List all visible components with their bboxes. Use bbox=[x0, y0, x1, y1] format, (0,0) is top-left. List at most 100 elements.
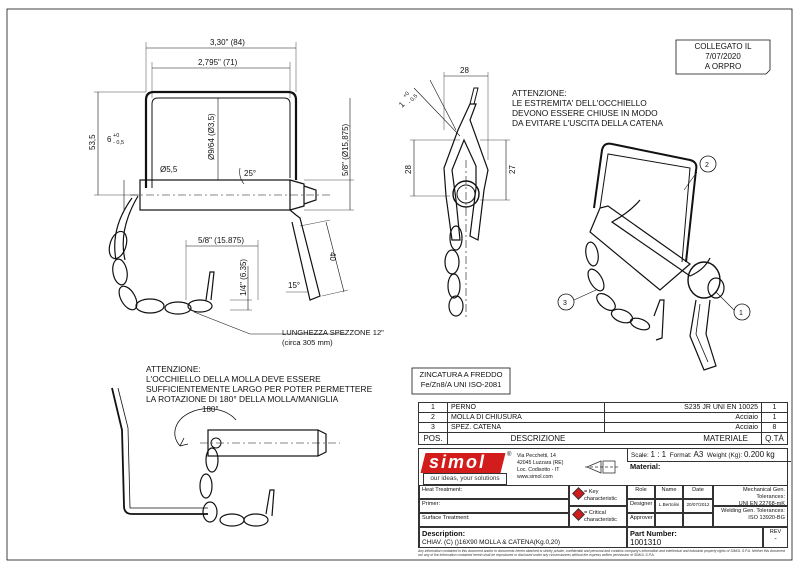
bom-header-pos: POS. bbox=[418, 432, 448, 445]
rev-cell: REV - bbox=[763, 527, 788, 548]
weld-tol-value: ISO 13920-BG bbox=[748, 515, 785, 521]
dim-pin-dia: Ø9/64 (Ø3,5) bbox=[207, 113, 216, 160]
name-header: Name bbox=[655, 485, 683, 499]
bom-qty: 1 bbox=[761, 412, 788, 423]
heat-treatment: Heat Treatment: bbox=[419, 485, 569, 499]
role-header: Role bbox=[627, 485, 655, 499]
dim-side-tol-1: 1 bbox=[397, 100, 407, 110]
bom-desc: PERNO bbox=[447, 402, 605, 413]
weight-value: 0.200 kg bbox=[744, 450, 775, 459]
scale-label: Scale: bbox=[631, 452, 649, 459]
mech-tol-cell: Mechanical Gen. Tolerances: UNI EN 22768… bbox=[713, 485, 788, 507]
material-label: Material: bbox=[630, 462, 661, 471]
table-row: 3 SPEZ. CATENA Acciaio 8 bbox=[418, 422, 788, 433]
dim-tol-6: 6 bbox=[107, 135, 112, 144]
note-chain-length: LUNGHEZZA SPEZZONE 12" (circa 305 mm) bbox=[282, 328, 384, 348]
note-line: DA EVITARE L'USCITA DELLA CATENA bbox=[512, 118, 663, 128]
part-number-value: 1001310 bbox=[630, 538, 662, 547]
balloon-1-label: 1 bbox=[739, 310, 743, 317]
dim-rotation: 180° bbox=[202, 405, 219, 414]
iso-view bbox=[573, 142, 735, 371]
dim-tol-6-minus: - 0,5 bbox=[113, 140, 124, 146]
mech-tol-label: Mechanical Gen. Tolerances: bbox=[743, 487, 785, 500]
note-attention-bottom: ATTENZIONE: L'OCCHIELLO DELLA MOLLA DEVE… bbox=[146, 364, 372, 404]
dim-overall-width: 3,30" (84) bbox=[210, 38, 245, 47]
bom-pos: 3 bbox=[418, 422, 448, 433]
bom-mat: Acciaio bbox=[604, 412, 762, 423]
format-label: Format: bbox=[669, 452, 692, 459]
address-line: Via Pecchetti, 14 bbox=[517, 453, 556, 459]
bom-qty: 1 bbox=[761, 402, 788, 413]
bom-header-qty: Q.TÀ bbox=[761, 432, 788, 445]
side-view bbox=[410, 72, 510, 320]
description-value: CHIAV. (C) ()16X90 MOLLA & CATENA(Kg.0,2… bbox=[422, 539, 561, 546]
description-label: Description: bbox=[422, 529, 466, 538]
bom-mat: Acciaio bbox=[604, 422, 762, 433]
note-line: ATTENZIONE: bbox=[146, 364, 201, 374]
bom-header-desc: DESCRIZIONE bbox=[510, 434, 566, 443]
zinc-box bbox=[411, 367, 511, 395]
description-cell: Description: CHIAV. (C) ()16X90 MOLLA & … bbox=[419, 527, 627, 548]
bom-mat: S235 JR UNI EN 10025 bbox=[604, 402, 762, 413]
balloon-2 bbox=[699, 155, 717, 173]
dim-forty: 40 bbox=[328, 252, 337, 261]
note-line: LUNGHEZZA SPEZZONE 12" bbox=[282, 328, 384, 337]
balloon-3 bbox=[557, 293, 575, 311]
sheet-border bbox=[6, 8, 793, 561]
note-attention-top: ATTENZIONE: LE ESTREMITA' DELL'OCCHIELLO… bbox=[512, 88, 663, 128]
dim-angle: 25° bbox=[244, 169, 256, 178]
part-number-label: Part Number: bbox=[630, 529, 677, 538]
scale-row: Scale: 1 : 1 Format: A3 Weight (Kg): 0.2… bbox=[627, 449, 791, 462]
date-header: Date bbox=[683, 485, 713, 499]
approver-role: Approver bbox=[627, 513, 655, 527]
weight-label: Weight (Kg): bbox=[706, 452, 743, 459]
address-line: Loc. Codisotto - IT bbox=[517, 467, 560, 473]
stamp-line: COLLEGATO IL bbox=[694, 42, 752, 51]
designer-name: L.Bertolini bbox=[655, 499, 683, 513]
rotation-view bbox=[111, 387, 340, 527]
dim-hole: Ø5,5 bbox=[160, 165, 178, 174]
stamp: COLLEGATO IL 7/07/2020 A ORPRO bbox=[678, 42, 768, 72]
balloon-1 bbox=[733, 303, 751, 321]
primer: Primer: bbox=[419, 499, 569, 513]
logo-registered: ® bbox=[507, 452, 512, 458]
rev-label: REV bbox=[769, 529, 782, 535]
slogan: our ideas, your solutions bbox=[423, 473, 507, 485]
bom-header-desc-mat: DESCRIZIONE MATERIALE bbox=[447, 432, 762, 445]
dim-side-tol-plus: +0 bbox=[402, 91, 411, 100]
surface-treatment: Surface Treatment: bbox=[419, 513, 569, 527]
scale-value: 1 : 1 bbox=[650, 450, 667, 459]
balloon-2-label: 2 bbox=[705, 162, 709, 169]
address-line: www.simol.com bbox=[517, 474, 553, 480]
key-char-label: = Key characteristic bbox=[584, 489, 617, 502]
bom-pos: 1 bbox=[418, 402, 448, 413]
bom-desc: SPEZ. CATENA bbox=[447, 422, 605, 433]
stamp-box bbox=[675, 39, 771, 75]
note-zinc: ZINCATURA A FREDDO Fe/Zn8/A UNI ISO-2081 bbox=[412, 370, 510, 390]
dim-chain-height: 1/4" (6.35) bbox=[239, 259, 248, 296]
bom-header-mat: MATERIALE bbox=[703, 434, 748, 443]
approver-date bbox=[683, 513, 713, 527]
approver-name bbox=[655, 513, 683, 527]
bom-qty: 8 bbox=[761, 422, 788, 433]
weld-tol-cell: Welding Gen. Tolerances: ISO 13920-BG bbox=[713, 506, 788, 527]
title-block: simol ® our ideas, your solutions Via Pe… bbox=[418, 448, 791, 548]
dim-side-width: 28 bbox=[460, 66, 469, 75]
note-line: ATTENZIONE: bbox=[512, 88, 567, 98]
dim-inner-width: 2,795" (71) bbox=[198, 58, 238, 67]
dim-fifteen: 15° bbox=[288, 281, 300, 290]
part-number-cell: Part Number: 1001310 bbox=[627, 527, 763, 548]
front-view bbox=[94, 42, 354, 335]
note-line: SUFFICIENTEMENTE LARGO PER POTER PERMETT… bbox=[146, 384, 373, 394]
mech-tol-value: UNI EN 22768-mK bbox=[738, 501, 785, 507]
weld-tol-label: Welding Gen. Tolerances: bbox=[721, 508, 785, 514]
logo-text: simol bbox=[429, 452, 487, 472]
note-line: (circa 305 mm) bbox=[282, 338, 333, 347]
address-line: 42045 Luzzara (RE) bbox=[517, 460, 564, 466]
bom-pos: 2 bbox=[418, 412, 448, 423]
dim-chain-width: 5/8" (15.875) bbox=[198, 236, 244, 245]
stamp-line: 7/07/2020 bbox=[705, 52, 741, 61]
dim-tol-6-plus: +0 bbox=[113, 133, 119, 139]
crit-char-label: = Critical characteristic bbox=[584, 510, 617, 523]
